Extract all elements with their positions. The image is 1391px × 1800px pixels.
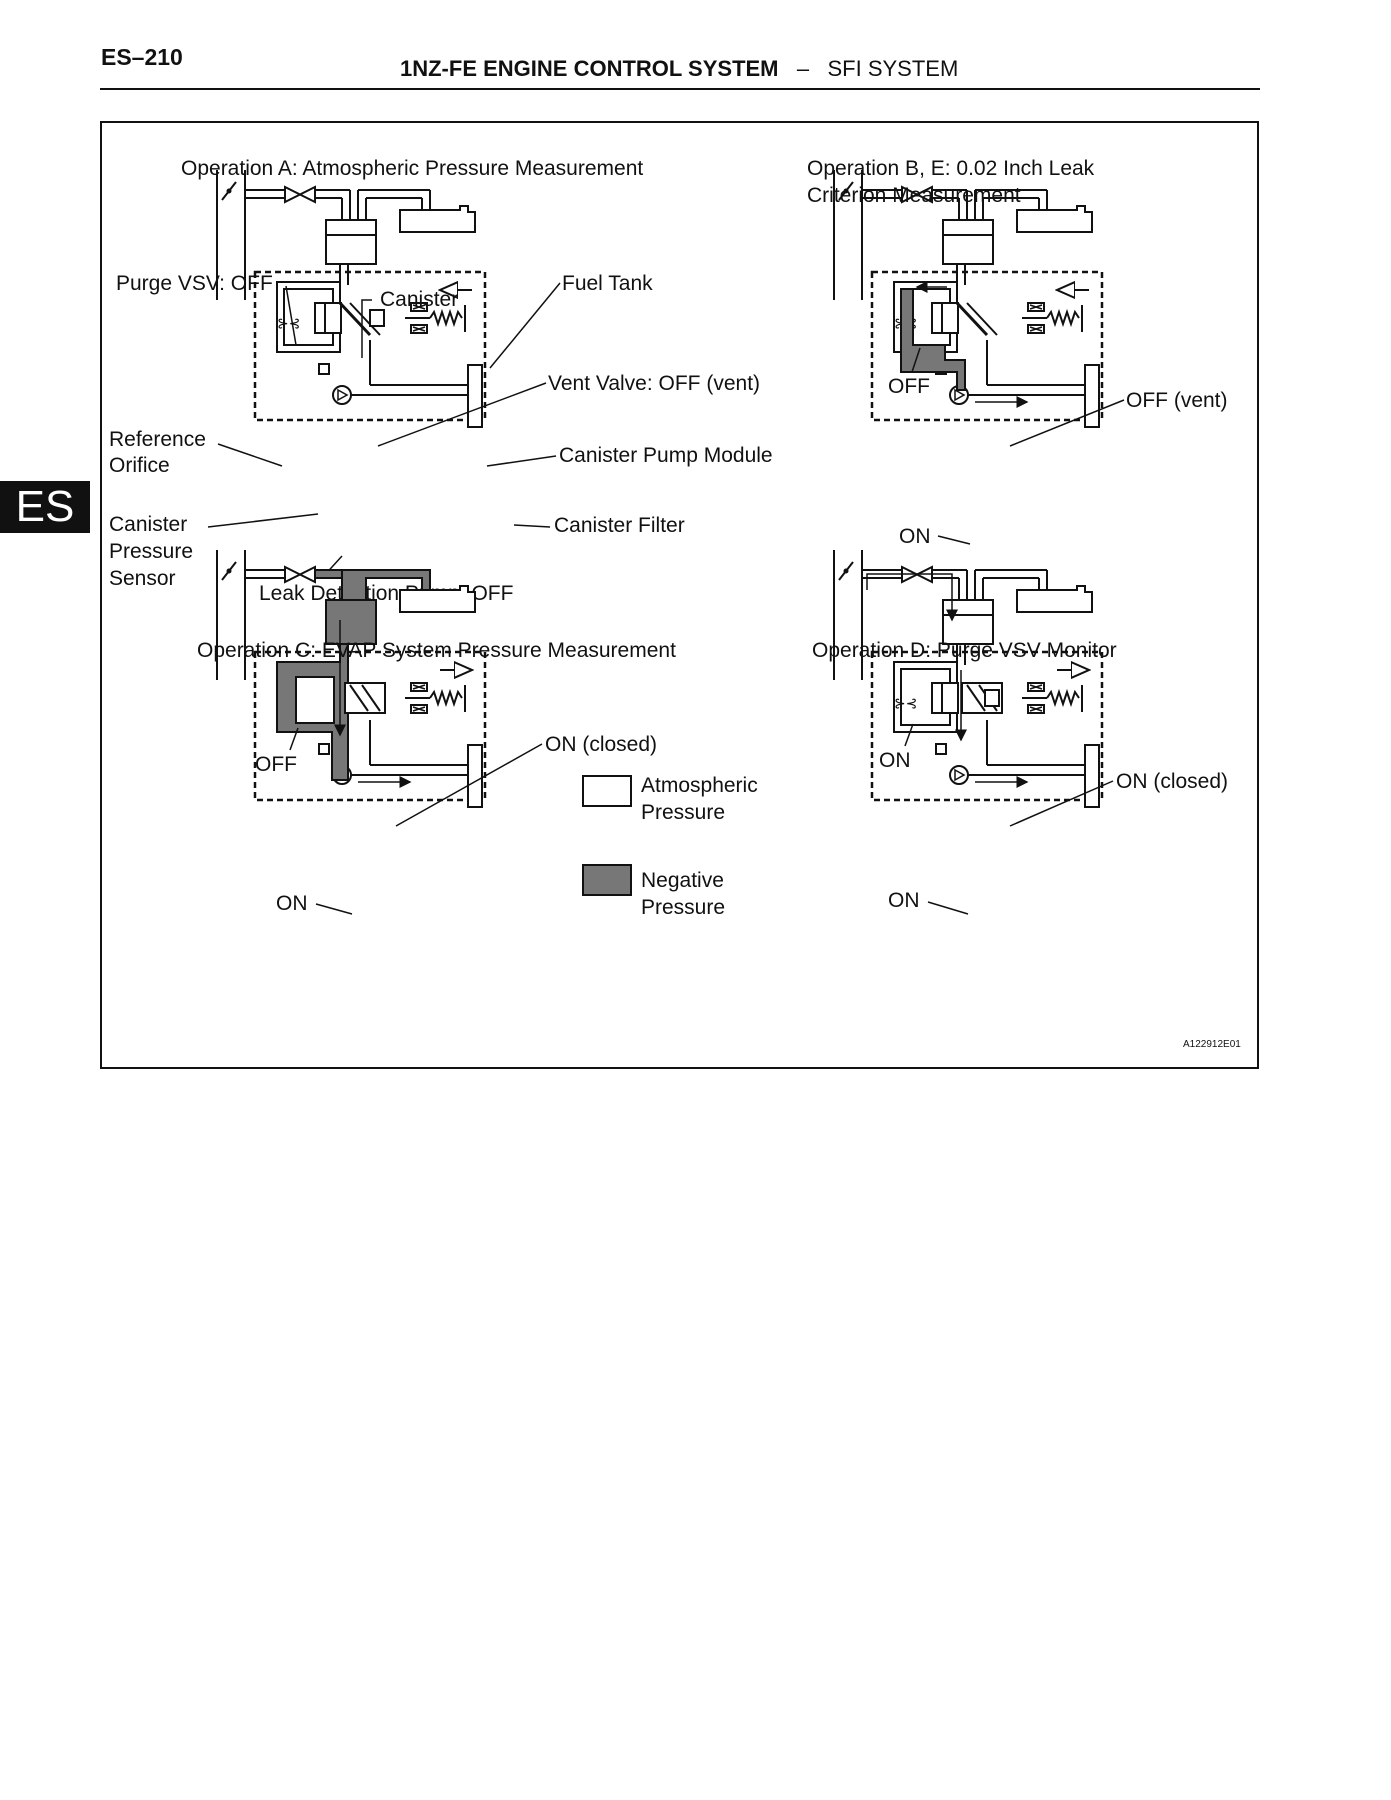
- fuel-tank-leader: [489, 282, 561, 369]
- canister-pressure-label-2: Pressure: [109, 540, 193, 563]
- panel-c-vsv-leader: [289, 727, 299, 751]
- panel-b-pump-label: ON: [899, 525, 931, 548]
- legend-atmospheric-1: Atmospheric: [641, 774, 758, 797]
- panel-b-title-1: Operation B, E: 0.02 Inch Leak: [807, 157, 1095, 180]
- header-title-bold: 1NZ-FE ENGINE CONTROL SYSTEM: [400, 56, 779, 81]
- panel-d-pump-leader: [927, 901, 969, 915]
- canister-label: Canister: [380, 288, 458, 311]
- panel-d-vent-leader: [1009, 780, 1114, 827]
- vent-valve-label: Vent Valve: OFF (vent): [548, 372, 760, 395]
- fuel-tank-label: Fuel Tank: [562, 272, 653, 295]
- page-number: ES–210: [101, 44, 183, 70]
- canister-pressure-leader: [207, 513, 319, 528]
- pump-module-label: Canister Pump Module: [559, 444, 773, 467]
- panel-d-pump-label: ON: [888, 889, 920, 912]
- panel-b-title-2: Criterion Measurement: [807, 184, 1021, 207]
- purge-vsv-label: Purge VSV: OFF: [116, 272, 273, 295]
- reference-orifice-label-1: Reference: [109, 428, 206, 451]
- canister-pressure-label-1: Canister: [109, 513, 187, 536]
- canister-filter-label: Canister Filter: [554, 514, 685, 537]
- panel-c-vent-label: ON (closed): [545, 733, 657, 756]
- panel-b-vsv-leader: [911, 347, 921, 373]
- panel-c-pump-leader: [315, 903, 353, 915]
- legend-negative-2: Pressure: [641, 896, 725, 919]
- panel-b-vent-label: OFF (vent): [1126, 389, 1228, 412]
- canister-pressure-label-3: Sensor: [109, 567, 176, 590]
- panel-c-pump-label: ON: [276, 892, 308, 915]
- pump-module-leader: [486, 455, 557, 467]
- header-title-separator: –: [796, 56, 810, 81]
- panel-b-pump-leader: [937, 535, 971, 545]
- legend-negative-swatch: [582, 864, 632, 896]
- panel-c-vent-leader: [395, 743, 543, 827]
- panel-d-diagram: [832, 548, 1104, 809]
- panel-c-vsv-label: OFF: [255, 753, 297, 776]
- legend-negative-1: Negative: [641, 869, 724, 892]
- panel-d-vsv-leader: [904, 723, 914, 747]
- panel-c-diagram: [215, 548, 487, 809]
- panel-d-title: Operation D: Purge VSV Monitor: [812, 639, 1117, 662]
- canister-filter-leader: [513, 524, 551, 528]
- section-tab: ES: [0, 481, 90, 533]
- legend-atmospheric-swatch: [582, 775, 632, 807]
- panel-a-title: Operation A: Atmospheric Pressure Measur…: [181, 157, 643, 180]
- figure-frame: [100, 121, 1259, 1069]
- reference-orifice-label-2: Orifice: [109, 454, 170, 477]
- header-title-rest: SFI SYSTEM: [827, 56, 959, 81]
- page-header-title: 1NZ-FE ENGINE CONTROL SYSTEM – SFI SYSTE…: [400, 56, 958, 82]
- panel-c-title: Operation C: EVAP System Pressure Measur…: [197, 639, 676, 662]
- figure-code: A122912E01: [1183, 1039, 1241, 1050]
- legend-atmospheric-2: Pressure: [641, 801, 725, 824]
- vent-valve-leader: [377, 382, 547, 447]
- panel-b-vent-leader: [1009, 399, 1125, 447]
- reference-orifice-leader: [217, 443, 283, 467]
- panel-b-diagram: [832, 168, 1104, 429]
- canister-leader: [361, 299, 372, 358]
- panel-d-vsv-label: ON: [879, 749, 911, 772]
- header-rule: [100, 88, 1260, 90]
- purge-vsv-leader: [285, 285, 297, 346]
- panel-d-vent-label: ON (closed): [1116, 770, 1228, 793]
- panel-b-vsv-label: OFF: [888, 375, 930, 398]
- panel-a-diagram: [215, 168, 487, 429]
